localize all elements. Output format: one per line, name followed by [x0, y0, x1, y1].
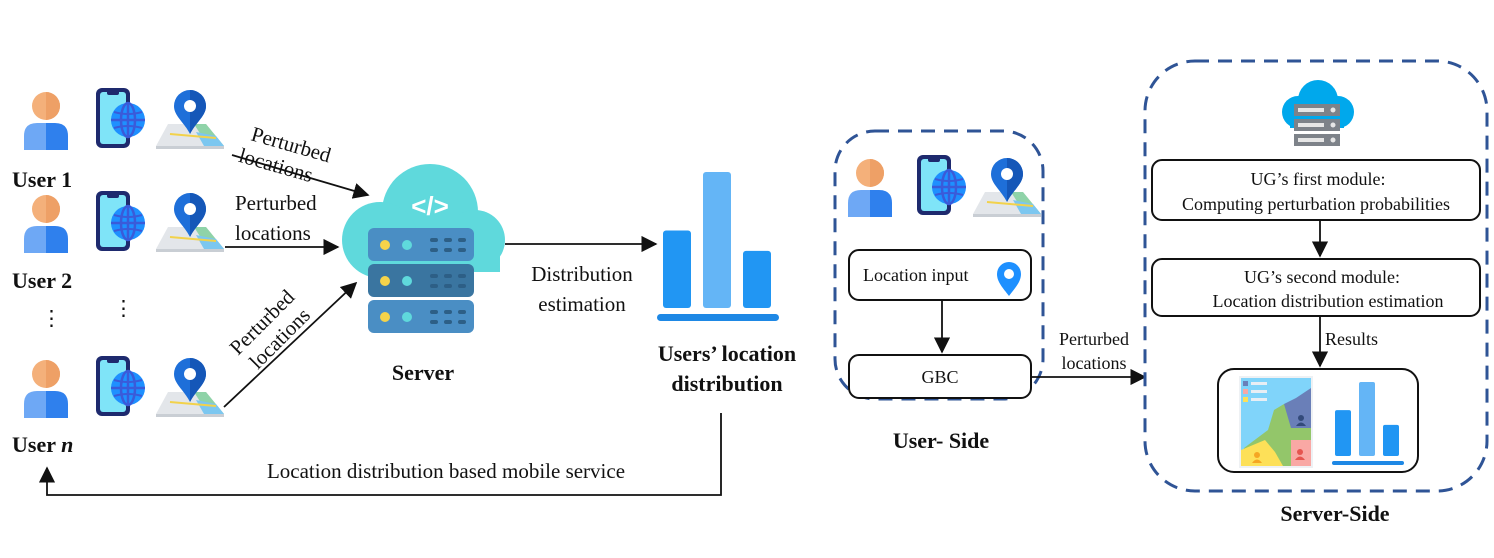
perturbed-label-2: Perturbed — [235, 191, 317, 215]
phone-globe-icon — [915, 153, 968, 217]
location-pin-icon — [997, 262, 1021, 296]
bar-1 — [663, 230, 691, 308]
gbc-label: GBC — [921, 367, 958, 387]
ellipsis: ⋮ — [41, 306, 62, 330]
user-icon — [848, 159, 892, 217]
location-input-label: Location input — [863, 265, 968, 285]
server-cloud-icon: </> — [342, 164, 505, 333]
module-2-box — [1151, 258, 1481, 317]
server-side-panel: UG’s first module: Computing perturbatio… — [1143, 59, 1489, 526]
user-row-1: User 1 — [12, 86, 225, 192]
bar-baseline — [1332, 461, 1404, 465]
results-bars-icon — [1332, 382, 1404, 465]
server-rack-icon — [368, 228, 474, 333]
module-2-desc: Location distribution estimation — [1213, 291, 1444, 311]
server-side-border — [1143, 59, 1489, 493]
feedback-label: Location distribution based mobile servi… — [267, 459, 625, 483]
user-icon — [24, 360, 68, 418]
user-icon — [24, 195, 68, 253]
user-side-panel: Location input GBC User- Side — [833, 129, 1045, 453]
user-icon — [24, 92, 68, 150]
module-1-desc: Computing perturbation probabilities — [1182, 194, 1450, 214]
server-label: Server — [392, 360, 455, 385]
user-side-border — [833, 129, 1045, 401]
link-label-line2: locations — [1062, 353, 1127, 373]
bar-2 — [703, 172, 731, 308]
result-label-line1: Users’ location — [658, 341, 796, 366]
perturbed-label-3: Perturbed locations — [225, 284, 315, 373]
bar-3 — [743, 250, 771, 308]
feedback-arrow — [38, 413, 722, 496]
user-row-2: User 2 — [12, 189, 225, 293]
user-1-label: User 1 — [12, 167, 72, 192]
code-icon: </> — [411, 191, 449, 221]
ellipsis: ⋮ — [113, 296, 134, 320]
module-2-title: UG’s second module: — [1244, 267, 1400, 287]
phone-globe-icon — [94, 189, 147, 253]
result-label-line2: distribution — [671, 371, 782, 396]
cloud-server-icon — [1282, 80, 1354, 146]
distribution-label-line1: Distribution — [531, 262, 633, 286]
arrow-usern-to-server — [223, 281, 358, 408]
bar-baseline — [657, 314, 779, 321]
map-pin-icon — [155, 89, 225, 150]
module-1-title: UG’s first module: — [1251, 169, 1386, 189]
map-pin-icon — [155, 192, 225, 253]
user-row-n: User n — [12, 354, 225, 457]
region-map-icon — [1239, 376, 1313, 468]
perturbed-label-2b: locations — [235, 221, 311, 245]
bar-1 — [1335, 410, 1351, 456]
bar-2 — [1359, 382, 1375, 456]
results-label: Results — [1325, 329, 1378, 349]
phone-globe-icon — [94, 354, 147, 418]
left-panel: User 1 User 2 ⋮ ⋮ User n Perturbed locat… — [12, 86, 796, 496]
map-pin-icon — [972, 157, 1042, 218]
location-input-box — [848, 249, 1032, 301]
server-side-title: Server-Side — [1280, 501, 1389, 526]
phone-globe-icon — [94, 86, 147, 150]
module-1-box — [1151, 159, 1481, 221]
bar-3 — [1383, 424, 1399, 456]
arrow-user1-to-server — [231, 154, 370, 199]
distribution-label-line2: estimation — [538, 292, 626, 316]
user-n-label: User n — [12, 432, 73, 457]
user-side-title: User- Side — [893, 428, 990, 453]
map-pin-icon — [155, 357, 225, 418]
user-2-label: User 2 — [12, 268, 72, 293]
link-label-line1: Perturbed — [1059, 329, 1129, 349]
distribution-bars-icon — [657, 172, 779, 321]
